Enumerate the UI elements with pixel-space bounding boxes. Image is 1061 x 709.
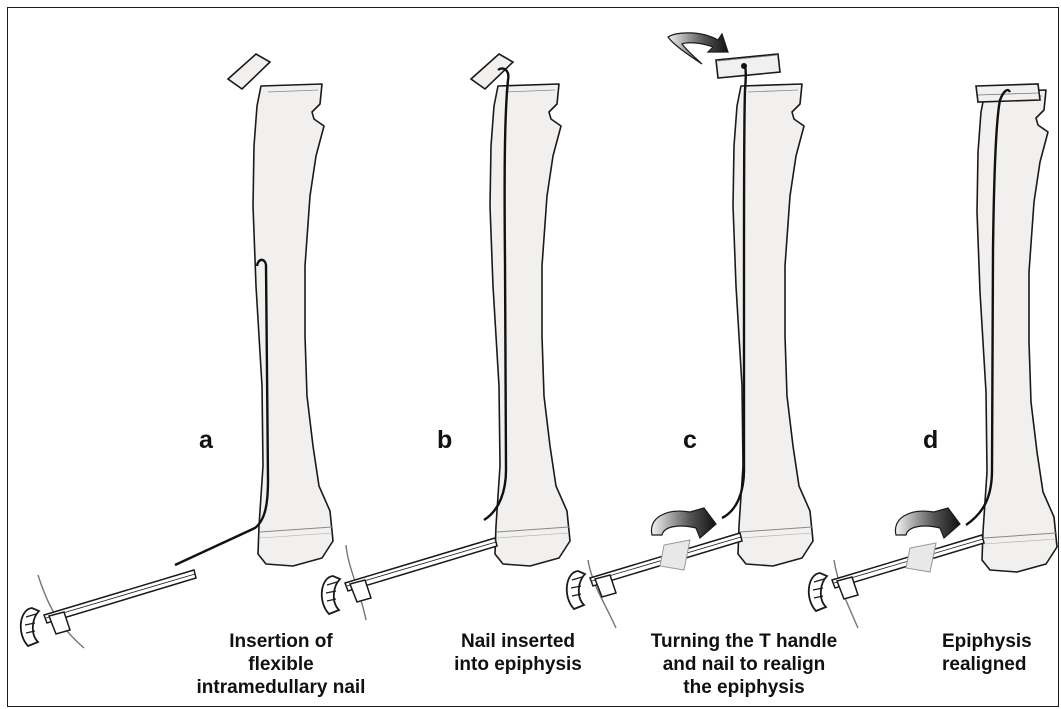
caption-d: Epiphysis realigned xyxy=(942,630,1061,676)
caption-c: Turning the T handle and nail to realign… xyxy=(608,630,880,699)
panel-label-b: b xyxy=(437,426,452,455)
panel-c-illustration xyxy=(567,33,813,628)
panel-a-illustration xyxy=(21,54,333,648)
panel-b-illustration xyxy=(322,54,570,620)
caption-b: Nail inserted into epiphysis xyxy=(428,630,608,676)
panel-label-d: d xyxy=(923,426,938,455)
panel-d-illustration xyxy=(809,84,1057,628)
caption-a: Insertion of flexible intramedullary nai… xyxy=(176,630,386,699)
panel-label-a: a xyxy=(199,426,213,455)
panel-label-c: c xyxy=(683,426,697,455)
